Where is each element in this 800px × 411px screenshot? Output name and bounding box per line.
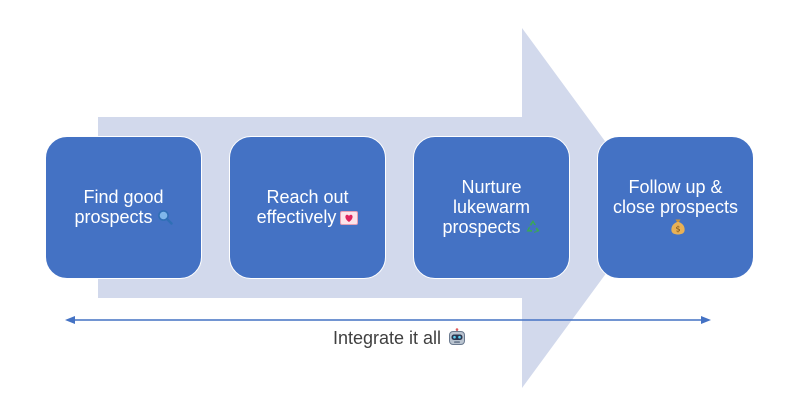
step-box-nurture: Nurture lukewarm prospects	[413, 136, 570, 279]
step-label: Follow up & close prospects	[612, 176, 739, 217]
integration-label: Integrate it all	[332, 328, 442, 348]
integration-caption: Integrate it all	[0, 328, 800, 353]
double-arrow-line	[65, 316, 711, 324]
money-bag-icon: $	[670, 218, 686, 239]
step-box-follow-up: Follow up & close prospects $	[597, 136, 754, 279]
magnifying-glass-icon	[157, 209, 173, 229]
step-label: Reach out effectively	[256, 186, 349, 227]
svg-text:$: $	[675, 224, 680, 233]
love-letter-icon	[340, 209, 359, 229]
step-label: Find good prospects	[74, 186, 164, 227]
step-box-find-prospects: Find good prospects	[45, 136, 202, 279]
step-box-reach-out: Reach out effectively	[229, 136, 386, 279]
step-label: Nurture lukewarm prospects	[442, 176, 531, 237]
recycle-icon	[525, 219, 541, 239]
robot-icon	[447, 328, 467, 353]
